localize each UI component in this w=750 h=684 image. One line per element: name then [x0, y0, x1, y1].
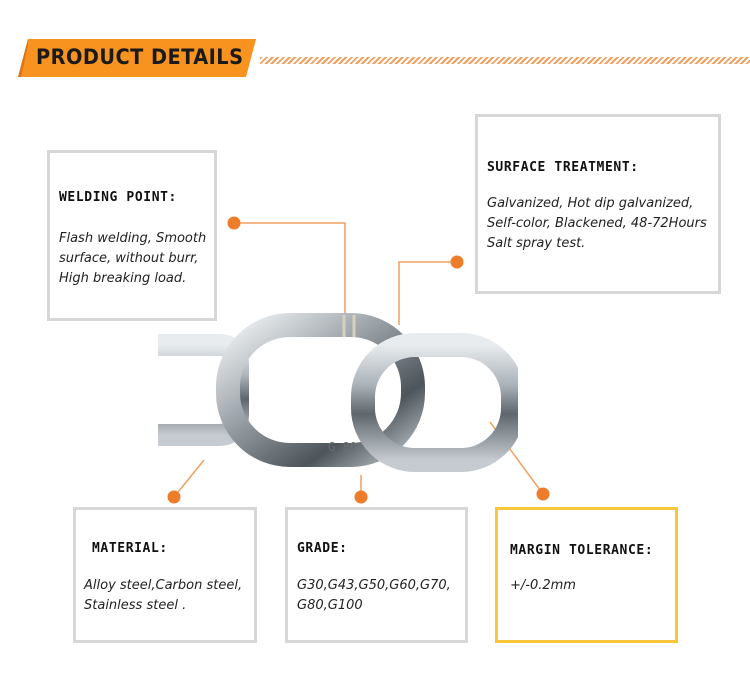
- card-title: MARGIN TOLERANCE:: [510, 543, 654, 558]
- card-line: Alloy steel,Carbon steel,: [84, 578, 243, 593]
- card-body: Galvanized, Hot dip galvanized, Self-col…: [487, 194, 707, 254]
- header-divider: [260, 57, 750, 64]
- grade-stamp: G 80: [328, 440, 357, 454]
- callout-dot-surface: [450, 255, 464, 269]
- card-line: +/-0.2mm: [510, 578, 576, 593]
- card-line: surface, without burr,: [59, 251, 199, 266]
- card-line: G30,G43,G50,G60,G70,: [297, 578, 451, 593]
- callout-dot-welding: [227, 216, 241, 230]
- header-ribbon-icon: [18, 39, 256, 77]
- card-line: High breaking load.: [59, 271, 187, 286]
- welding-point-card: WELDING POINT: Flash welding, Smooth sur…: [47, 150, 217, 321]
- card-line: Flash welding, Smooth: [59, 231, 207, 246]
- material-card: MATERIAL: Alloy steel,Carbon steel, Stai…: [73, 507, 257, 643]
- page-title: PRODUCT DETAILS: [36, 45, 244, 69]
- chain-link-image: G 80: [158, 313, 518, 472]
- grade-card: GRADE: G30,G43,G50,G60,G70, G80,G100: [285, 507, 468, 643]
- card-line: Galvanized, Hot dip galvanized,: [487, 196, 694, 211]
- card-line: G80,G100: [297, 598, 363, 613]
- card-body: +/-0.2mm: [510, 576, 576, 596]
- margin-tolerance-card: MARGIN TOLERANCE: +/-0.2mm: [495, 507, 678, 643]
- card-line: Self-color, Blackened, 48-72Hours: [487, 216, 707, 231]
- section-header: PRODUCT DETAILS: [18, 35, 256, 81]
- card-body: Alloy steel,Carbon steel, Stainless stee…: [84, 576, 242, 616]
- card-title: MATERIAL:: [92, 541, 168, 556]
- surface-treatment-card: SURFACE TREATMENT: Galvanized, Hot dip g…: [475, 114, 721, 294]
- callout-dot-tolerance: [536, 487, 550, 501]
- card-body: G30,G43,G50,G60,G70, G80,G100: [297, 576, 451, 616]
- card-line: Stainless steel .: [84, 598, 187, 613]
- card-title: GRADE:: [297, 541, 348, 556]
- callout-dot-grade: [354, 490, 368, 504]
- card-title: WELDING POINT:: [59, 190, 177, 205]
- card-body: Flash welding, Smooth surface, without b…: [59, 229, 206, 289]
- callout-dot-material: [167, 490, 181, 504]
- card-title: SURFACE TREATMENT:: [487, 160, 639, 175]
- card-line: Salt spray test.: [487, 236, 586, 251]
